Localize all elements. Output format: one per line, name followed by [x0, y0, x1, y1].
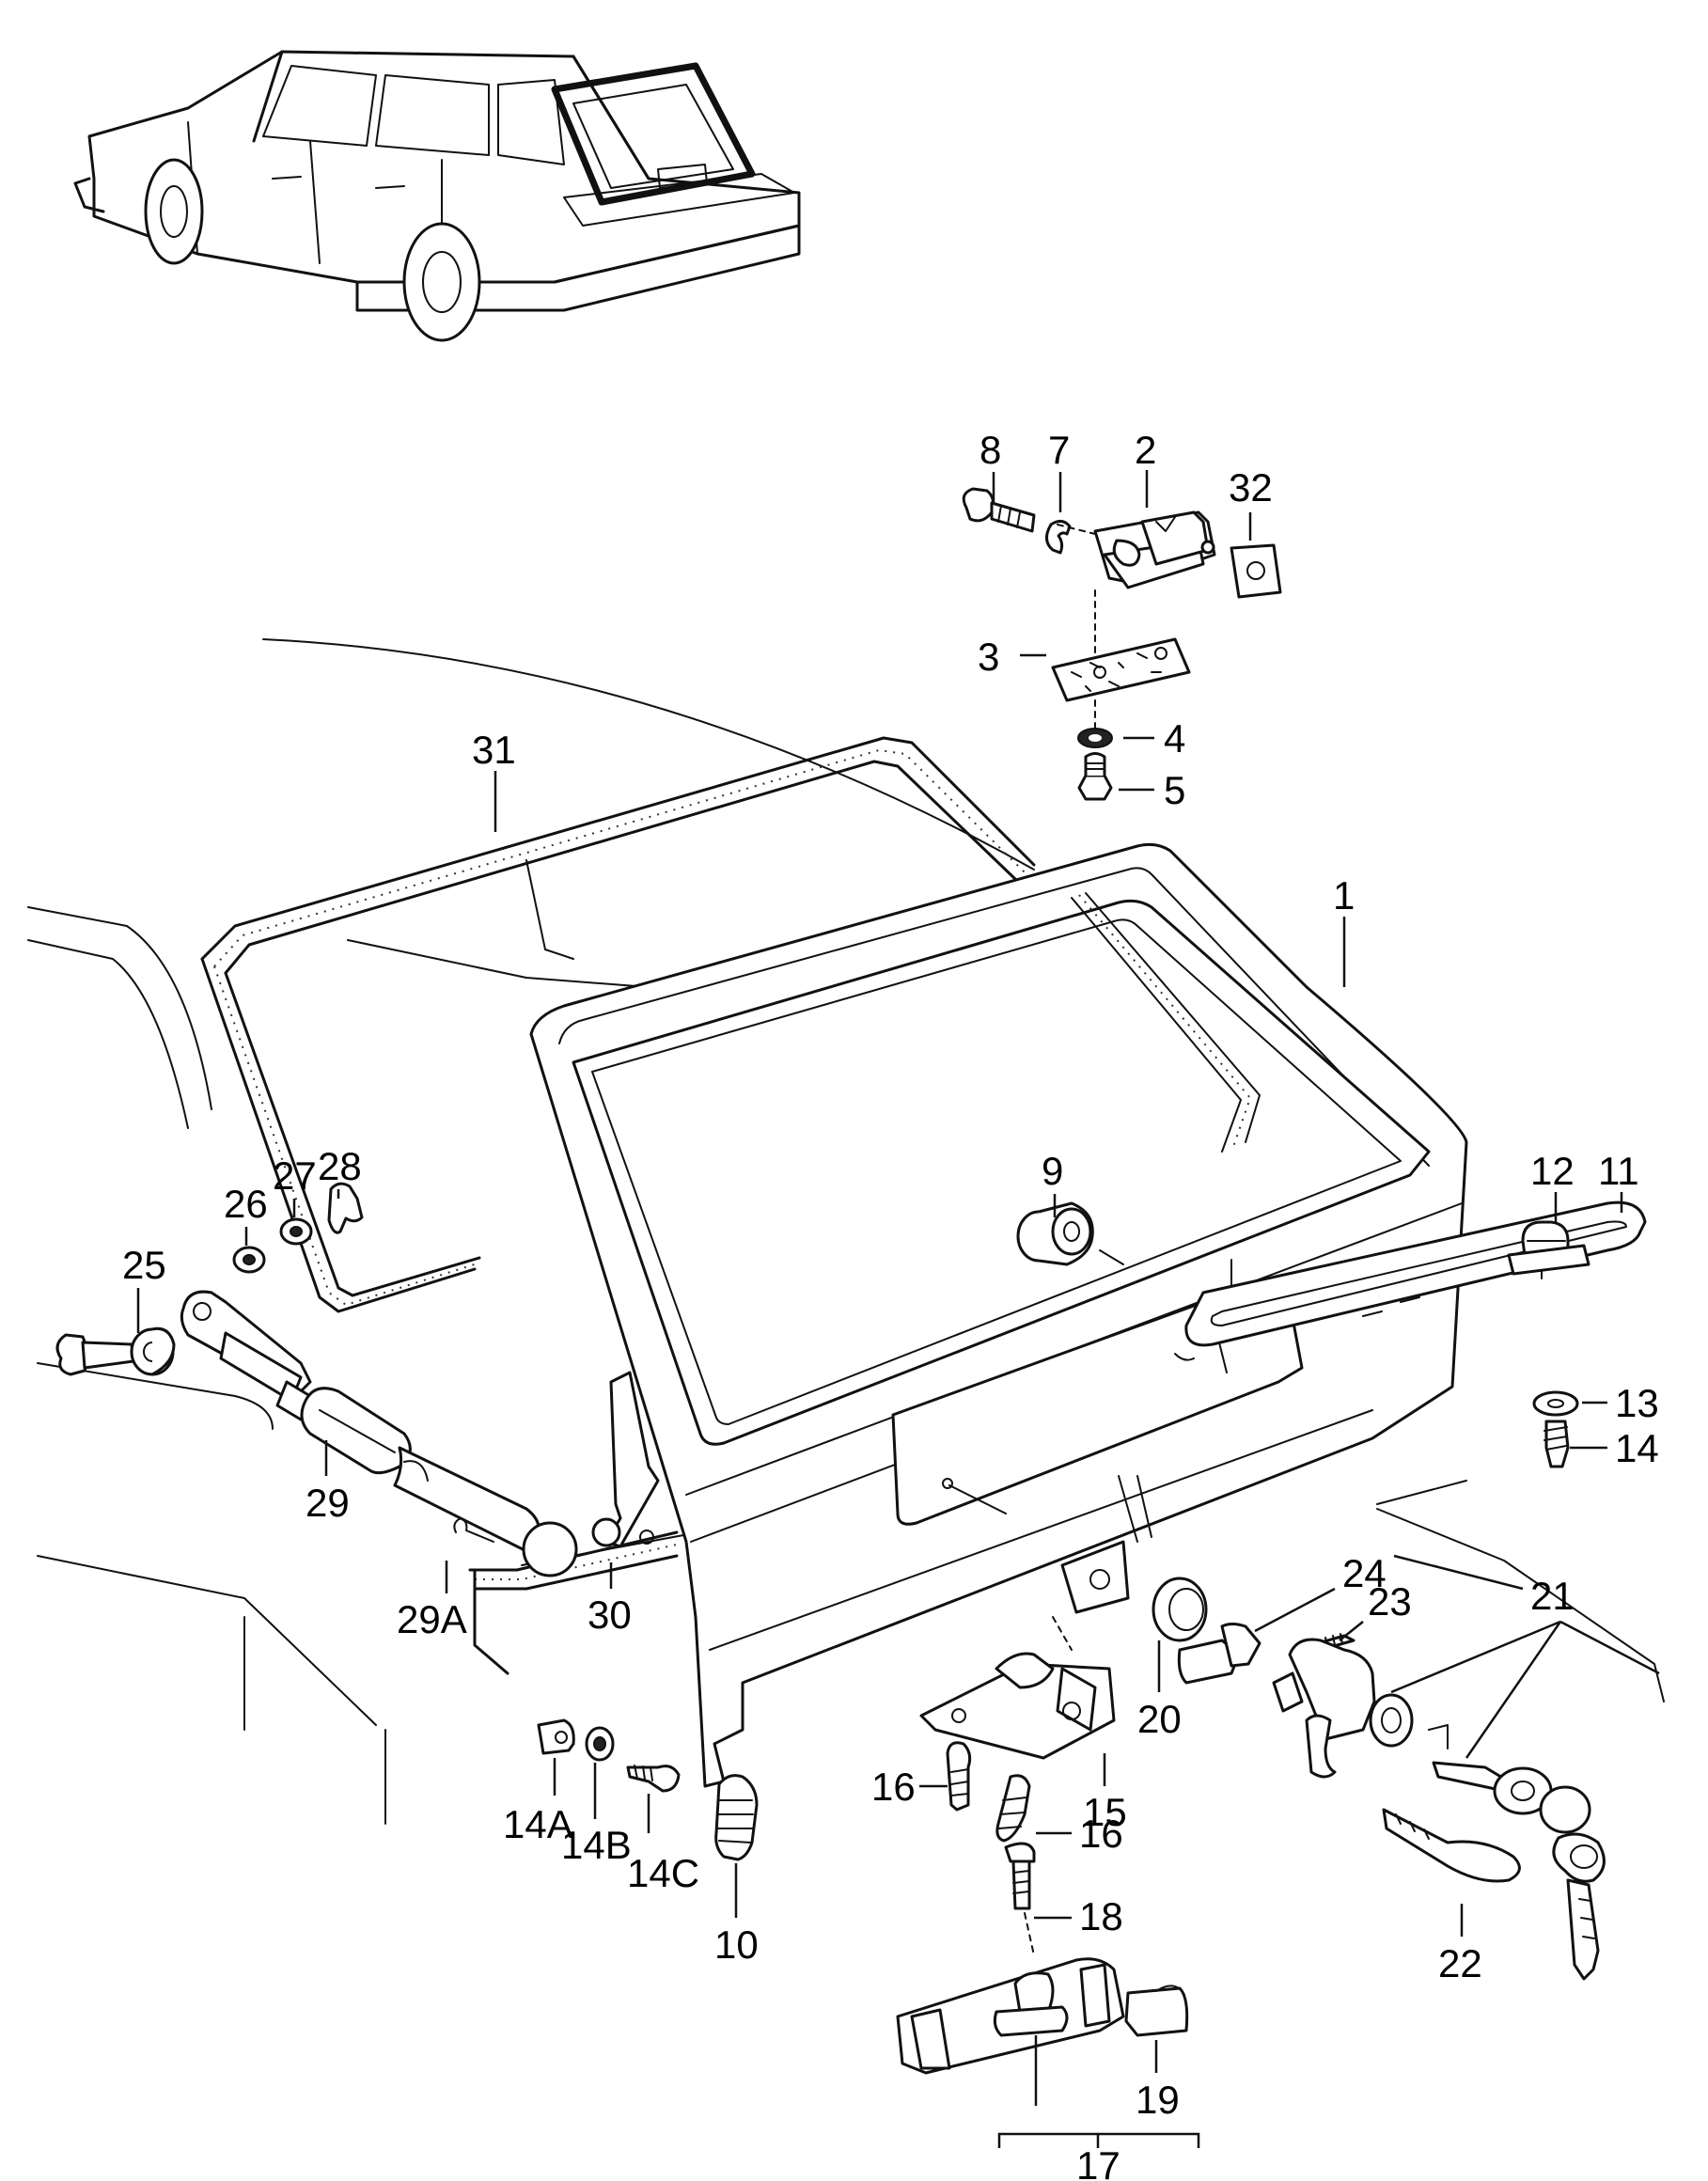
callout-14: 14: [1615, 1426, 1659, 1470]
callout-21: 21: [1530, 1574, 1575, 1618]
leader-lines: [136, 470, 1660, 2148]
callout-14a: 14A: [503, 1802, 573, 1846]
callout-27: 27: [273, 1153, 317, 1198]
callout-11: 11: [1598, 1149, 1639, 1193]
callout-3: 3: [978, 635, 999, 679]
callout-28: 28: [318, 1144, 362, 1188]
callout-13: 13: [1615, 1381, 1659, 1425]
fasteners-14abc-10: [537, 1718, 759, 1861]
trim-strip-11: [1184, 1200, 1647, 1468]
callout-19: 19: [1136, 2078, 1180, 2122]
callout-23: 23: [1368, 1579, 1412, 1624]
callout-31: 31: [472, 728, 516, 772]
callout-25: 25: [122, 1243, 166, 1287]
callout-32: 32: [1229, 465, 1273, 510]
callout-9: 9: [1042, 1149, 1063, 1193]
callout-5: 5: [1164, 768, 1185, 812]
callout-18: 18: [1079, 1894, 1123, 1938]
rear-window-seal-31: [200, 736, 1129, 1675]
callout-22: 22: [1438, 1941, 1482, 1985]
callout-26: 26: [224, 1182, 268, 1226]
lock-bracket-15: [919, 1616, 1116, 1843]
number-plate-lamp-17: [896, 1842, 1189, 2075]
callout-29: 29: [306, 1481, 350, 1525]
callout-2: 2: [1135, 428, 1156, 472]
callout-1: 1: [1333, 873, 1355, 918]
callout-14c: 14C: [627, 1851, 699, 1895]
callout-20: 20: [1137, 1697, 1182, 1741]
callout-16-left: 16: [871, 1765, 916, 1809]
gas-strut-assembly: [55, 1182, 660, 1577]
callout-29a: 29A: [397, 1597, 467, 1641]
bump-stop-9: [1016, 1201, 1124, 1266]
tailgate-1: [529, 842, 1468, 1788]
callout-17: 17: [1076, 2143, 1120, 2181]
callout-16-right: 16: [1079, 1812, 1123, 1856]
callout-7: 7: [1048, 428, 1070, 472]
lock-cylinder-assembly: [1152, 1577, 1606, 1981]
hinge-assembly: [962, 487, 1282, 801]
callout-12: 12: [1530, 1149, 1575, 1193]
callout-4: 4: [1164, 716, 1185, 761]
station-wagon-illustration: [73, 50, 801, 342]
callout-labels: 8 7 2 32 3 4 5 31 1 9 12 11 13 14 25 26 …: [122, 428, 1659, 2181]
callout-15: 15: [1083, 1790, 1127, 1834]
callout-24: 24: [1342, 1551, 1387, 1595]
callout-10: 10: [714, 1922, 759, 1967]
callout-8: 8: [979, 428, 1001, 472]
callout-14b: 14B: [561, 1823, 632, 1867]
callout-30: 30: [588, 1593, 632, 1637]
